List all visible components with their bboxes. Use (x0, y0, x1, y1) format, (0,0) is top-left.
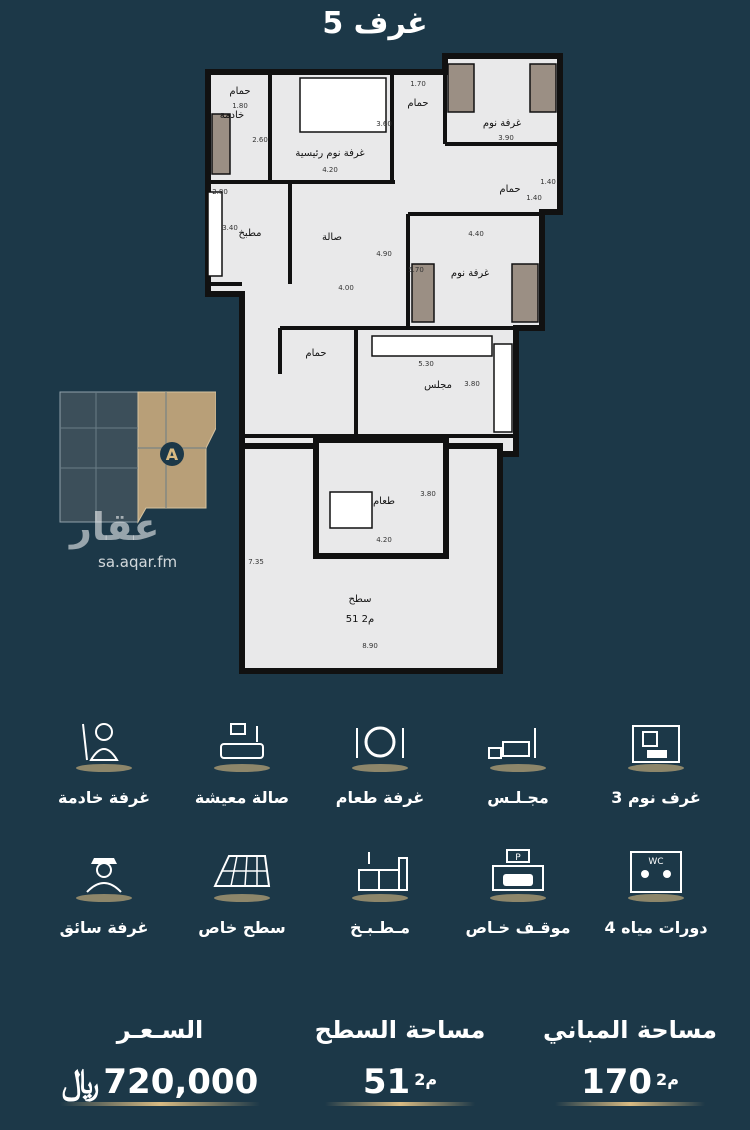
room-bath2: حمام (407, 98, 428, 109)
room-bath4: حمام (305, 348, 326, 359)
key-plan: A (56, 388, 217, 528)
living-icon (207, 718, 277, 774)
feature-bedrooms: 3 غرف نوم (586, 718, 726, 807)
dim-label: 4.00 (338, 284, 354, 292)
wc-icon: WC (621, 848, 691, 904)
feature-label: غرفة طعام (335, 788, 425, 807)
stat-unit: م2 (414, 1070, 438, 1089)
feature-label: صالة معيشة (194, 788, 290, 807)
stat-value: 51 م2 (300, 1062, 500, 1102)
stat-price: السـعـر ﷼ 720,000 (40, 1016, 280, 1106)
kitchen-icon (345, 848, 415, 904)
room-bed2: غرفة نوم (451, 268, 489, 279)
dim-label: 1.40 (540, 178, 556, 186)
dining-icon (345, 718, 415, 774)
room-master: غرفة نوم رئيسية (295, 148, 364, 159)
feature-label: مجـلـس (487, 788, 549, 807)
stat-value: 170 م2 (530, 1062, 730, 1102)
dim-label: 3.90 (498, 134, 514, 142)
dim-label: 7.35 (248, 558, 264, 566)
stat-label: مساحة المباني (543, 1016, 717, 1044)
room-roof-area: 51 م2 (346, 614, 374, 625)
room-dining: طعام (373, 496, 395, 507)
stat-roof-area: مساحة السطح 51 م2 (300, 1016, 500, 1106)
stat-unit: م2 (656, 1070, 679, 1089)
dim-label: 5.70 (408, 266, 424, 274)
stat-label: مساحة السطح (314, 1016, 486, 1044)
feature-kitchen: مـطـبـخ (310, 848, 450, 937)
block-label: A (166, 445, 179, 464)
dim-label: 1.40 (526, 194, 542, 202)
dim-label: 3.80 (464, 380, 480, 388)
feature-label: غرفة سائق (59, 918, 149, 937)
page-title: 5 غرف (322, 6, 428, 41)
dim-label: 4.40 (468, 230, 484, 238)
dim-label: 1.80 (232, 102, 248, 110)
room-majlis: مجلس (424, 380, 452, 391)
feature-dining: غرفة طعام (310, 718, 450, 807)
room-bath1: حمام (229, 86, 250, 97)
feature-maid-room: غرفة خادمة (34, 718, 174, 807)
feature-label: غرفة خادمة (58, 788, 150, 807)
feature-roof: سطح خاص (172, 848, 312, 937)
room-maid: خادمة (220, 110, 244, 121)
feature-label: 3 غرف نوم (611, 788, 701, 807)
room-roof: سطح (348, 594, 371, 605)
dim-label: 5.30 (418, 360, 434, 368)
roof-icon (207, 848, 277, 904)
stat-value: ﷼ 720,000 (40, 1062, 280, 1102)
stat-label: السـعـر (116, 1016, 204, 1044)
dim-label: 8.90 (362, 642, 378, 650)
dining-room (313, 437, 449, 559)
brand-site: sa.aqar.fm (98, 553, 178, 571)
feature-label: مـطـبـخ (350, 918, 410, 937)
feature-wc: WC 4 دورات مياه (586, 848, 726, 937)
majlis-icon (483, 718, 553, 774)
svg-text:P: P (515, 853, 521, 863)
floor-plan: حمام خادمة غرفة نوم رئيسية حمام غرفة نوم… (180, 44, 580, 684)
accent-bar (325, 1102, 475, 1106)
stat-number: 51 (362, 1062, 411, 1102)
dim-label: 4.90 (376, 250, 392, 258)
brand-logo: عقار (70, 505, 160, 549)
dim-label: 3.60 (376, 120, 392, 128)
svg-text:WC: WC (648, 857, 663, 867)
accent-bar (555, 1102, 705, 1106)
maid-icon (69, 718, 139, 774)
stat-number: 720,000 (103, 1062, 259, 1102)
stat-number: 170 (581, 1062, 653, 1102)
room-bed1: غرفة نوم (483, 118, 521, 129)
stat-building-area: مساحة المباني 170 م2 (530, 1016, 730, 1106)
feature-label: موقـف خـاص (465, 918, 571, 937)
feature-living: صالة معيشة (172, 718, 312, 807)
feature-parking: P موقـف خـاص (448, 848, 588, 937)
dim-label: 3.80 (420, 490, 436, 498)
currency-icon: ﷼ (61, 1062, 100, 1102)
floor-plan-drawing: حمام خادمة غرفة نوم رئيسية حمام غرفة نوم… (180, 44, 580, 684)
dim-label: 2.60 (252, 136, 268, 144)
driver-icon (69, 848, 139, 904)
dim-label: 3.40 (222, 224, 238, 232)
accent-bar (60, 1102, 260, 1106)
feature-driver-room: غرفة سائق (34, 848, 174, 937)
feature-label: سطح خاص (198, 918, 286, 937)
room-hall: صالة (322, 232, 342, 243)
room-bath3: حمام (499, 184, 520, 195)
feature-majlis: مجـلـس (448, 718, 588, 807)
dim-label: 2.80 (212, 188, 228, 196)
feature-label: 4 دورات مياه (604, 918, 708, 937)
parking-icon: P (483, 848, 553, 904)
dim-label: 4.20 (322, 166, 338, 174)
bedroom-icon (621, 718, 691, 774)
dim-label: 1.70 (410, 80, 426, 88)
dim-label: 4.20 (376, 536, 392, 544)
room-kitchen: مطبخ (238, 228, 261, 239)
